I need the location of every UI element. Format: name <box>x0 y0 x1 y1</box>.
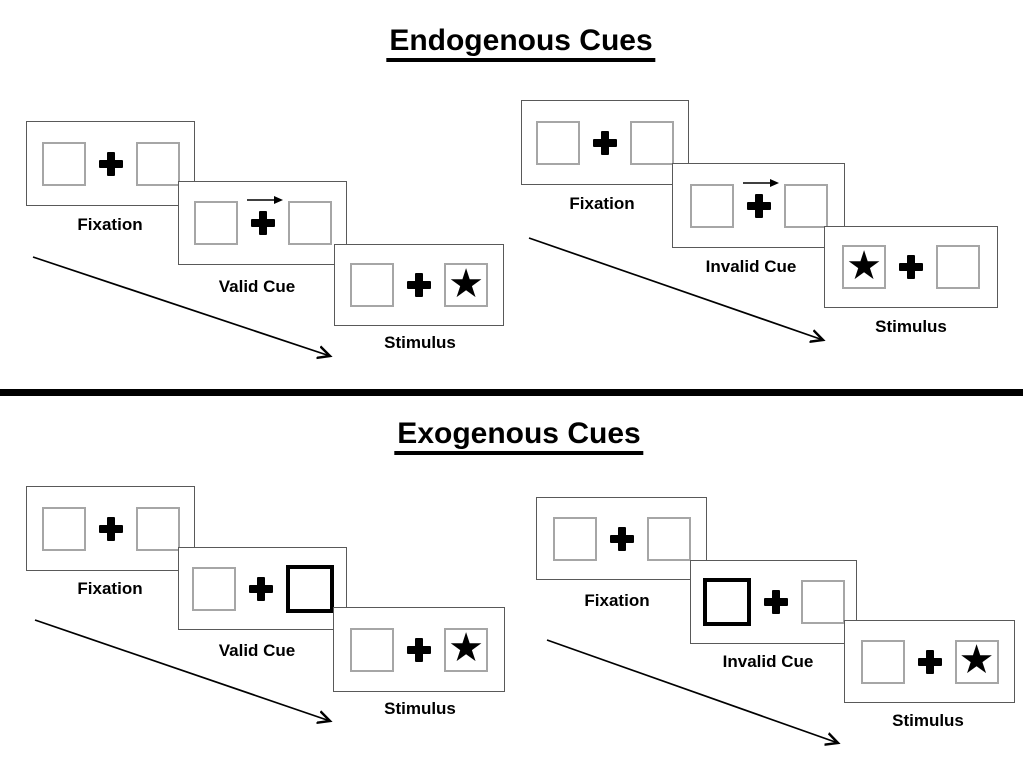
star-icon: ★ <box>448 625 484 671</box>
fixation-cross-icon <box>593 130 617 155</box>
left-box <box>350 263 394 307</box>
right-box <box>936 245 980 289</box>
label-exo-valid-fixation: Fixation <box>77 579 143 598</box>
endogenous-section-title: Endogenous Cues <box>386 24 656 62</box>
left-box <box>689 183 734 228</box>
fixation-cross-icon <box>248 576 273 601</box>
cue-highlight-box <box>702 578 751 626</box>
label-endo-valid-stimulus: Stimulus <box>384 333 456 352</box>
right-box <box>135 506 180 551</box>
label-exo-valid-cue: Valid Cue <box>218 641 296 660</box>
panel-exo-valid-stimulus: ★ <box>333 607 505 692</box>
panel-endo-valid-cue <box>178 181 347 265</box>
cue-highlight-box <box>285 564 334 613</box>
right-box <box>630 120 674 165</box>
right-box <box>135 141 180 186</box>
right-box <box>646 516 691 561</box>
left-box <box>552 516 597 561</box>
fixation-cross-icon <box>609 526 634 551</box>
label-endo-valid-fixation: Fixation <box>77 215 143 234</box>
left-box <box>191 566 236 611</box>
fixation-cross-icon <box>746 193 771 218</box>
sequence-arrow-endo-invalid <box>528 237 823 340</box>
star-icon: ★ <box>448 260 484 307</box>
right-box: ★ <box>954 637 999 684</box>
right-box <box>287 201 332 245</box>
star-icon: ★ <box>958 637 995 683</box>
fixation-cross-icon <box>98 516 123 541</box>
cue-arrow-icon <box>246 196 283 204</box>
panel-endo-valid-stimulus: ★ <box>334 244 504 326</box>
fixation-cross-icon <box>250 211 275 235</box>
panel-exo-invalid-cue <box>690 560 857 644</box>
label-exo-invalid-fixation: Fixation <box>584 591 650 610</box>
label-exo-valid-stimulus: Stimulus <box>384 699 456 718</box>
panel-exo-valid-fixation <box>26 486 195 571</box>
cue-arrow-icon <box>742 178 779 187</box>
left-box <box>350 627 394 672</box>
fixation-cross-icon <box>407 637 431 662</box>
label-exo-invalid-cue: Invalid Cue <box>722 652 814 671</box>
label-exo-invalid-stimulus: Stimulus <box>892 711 964 730</box>
right-box: ★ <box>444 625 488 672</box>
right-box <box>783 183 828 228</box>
panel-endo-invalid-cue <box>672 163 845 248</box>
fixation-cross-icon <box>917 649 942 674</box>
left-box <box>860 639 905 684</box>
left-box <box>41 506 86 551</box>
sequence-arrow-exo-valid <box>34 619 330 721</box>
left-box <box>41 141 86 186</box>
label-endo-valid-cue: Valid Cue <box>218 277 296 296</box>
fixation-cross-icon <box>407 273 431 297</box>
label-endo-invalid-cue: Invalid Cue <box>705 257 797 276</box>
star-icon: ★ <box>846 242 882 289</box>
label-endo-invalid-stimulus: Stimulus <box>875 317 947 336</box>
panel-endo-invalid-fixation <box>521 100 689 185</box>
sequence-arrow-endo-valid <box>32 256 330 356</box>
panel-exo-invalid-stimulus: ★ <box>844 620 1015 703</box>
left-box <box>193 201 238 245</box>
panel-endo-valid-fixation <box>26 121 195 206</box>
label-endo-invalid-fixation: Fixation <box>569 194 635 213</box>
right-box <box>800 580 845 624</box>
panel-endo-invalid-stimulus: ★ <box>824 226 998 308</box>
fixation-cross-icon <box>763 590 788 614</box>
exogenous-section-title: Exogenous Cues <box>394 417 644 455</box>
fixation-cross-icon <box>899 255 923 279</box>
left-box <box>536 120 580 165</box>
left-box: ★ <box>842 245 886 289</box>
section-divider <box>0 389 1023 396</box>
panel-exo-invalid-fixation <box>536 497 707 580</box>
fixation-cross-icon <box>98 151 123 176</box>
right-box: ★ <box>444 263 488 307</box>
panel-exo-valid-cue <box>178 547 347 630</box>
